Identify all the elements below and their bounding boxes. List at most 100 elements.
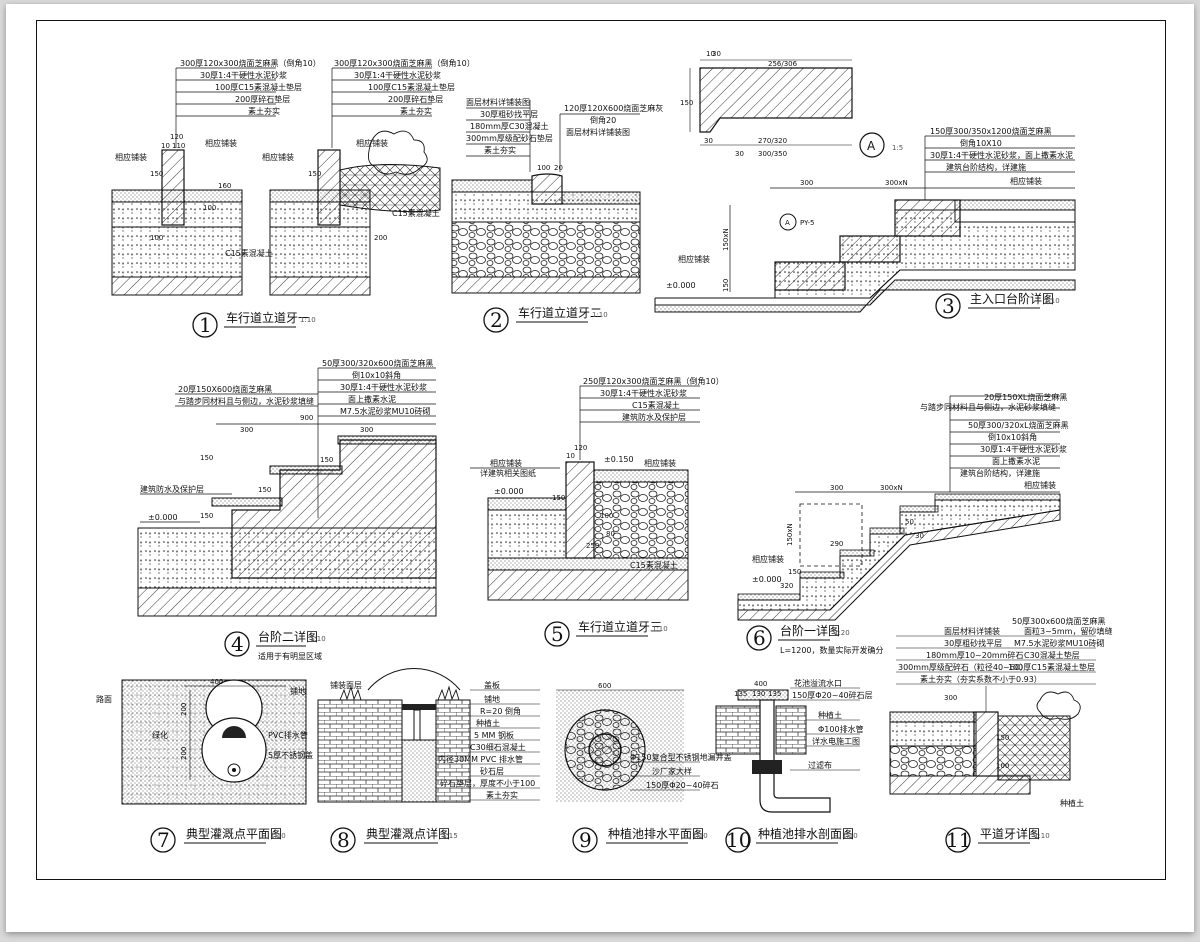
d6-dashed-detail — [799, 503, 863, 567]
d3-tread-1 — [774, 261, 846, 291]
d1b-layer-2: 30厚1:4干硬性水泥砂浆 — [354, 70, 441, 80]
drawing-label: 100 — [600, 512, 613, 520]
drawing-label: 900 — [300, 414, 313, 422]
drawing-label: A — [785, 219, 790, 227]
d8-left-masonry — [317, 699, 403, 803]
d4-layer-2: 倒10x10斜角 — [352, 370, 401, 380]
d4-elevation: ±0.000 — [148, 513, 178, 522]
d3-callout-bubble — [779, 213, 797, 231]
drawing-label: 135 — [768, 690, 781, 698]
drawing-label: 150 — [320, 456, 333, 464]
d11-layer-3: 180mm厚10~20mm碎石 — [926, 650, 1024, 660]
detail-6: 20厚150XL烧面芝麻黑 与踏步同材料且与侧边，水泥砂浆填缝 50厚300/3… — [737, 392, 1069, 655]
d5-number: 5 — [551, 622, 564, 646]
d8-arc — [367, 668, 461, 691]
d9-note-1: Φ150复合型不锈钢地漏井盖 — [630, 752, 732, 762]
drawing-label: 160 — [218, 182, 231, 190]
drawing-label: 150 — [258, 486, 271, 494]
d6-layer-2: 与踏步同材料且与侧边，水泥砂浆填缝 — [920, 402, 1056, 412]
d5-note-3: 相应铺装 — [644, 458, 676, 468]
d8-note-8: 内径30MM PVC 排水管 — [438, 754, 523, 764]
d11-right-4: C30混凝土垫层 — [1024, 650, 1080, 660]
drawing-label: 150 — [200, 512, 213, 520]
d6-layer-6: 面上撒素水泥 — [992, 456, 1040, 466]
d1-number: 1 — [199, 313, 212, 337]
d2-right-2: 倒角20 — [590, 115, 616, 125]
d11-planting-soil — [997, 715, 1071, 781]
detail-8: 铺装面层 盖板 铺地 R=20 倒角 种植土 5 MM 钢板 C30细石混凝土 … — [317, 668, 540, 853]
d10-note-3: 种植土 — [818, 710, 842, 720]
d11-right-5: 100厚C15素混凝土垫层 — [1008, 662, 1095, 672]
d6-note-2: 相应铺装 — [752, 554, 784, 564]
d3-title: 主入口台阶详图 — [970, 291, 1054, 306]
d8-note-11: 素土夯实 — [486, 790, 518, 800]
detail-4: 50厚300/320x600烧面芝麻黑 倒10x10斜角 30厚1:4干硬性水泥… — [137, 358, 437, 661]
d7-note-2: 绿化 — [152, 730, 168, 740]
d8-title: 典型灌溉点详图 — [366, 826, 450, 841]
d8-note-5: 种植土 — [476, 718, 500, 728]
d1-layer-1: 300厚120x300烧面芝麻黑（倒角10） — [180, 58, 321, 68]
drawing-label: 400 — [210, 678, 223, 686]
d1b-shrub-icon — [368, 130, 428, 175]
d6-note-1: 相应铺装 — [1024, 480, 1056, 490]
d6-number: 6 — [753, 626, 766, 650]
drawing-label: 150 — [150, 170, 163, 178]
d7-note-1: 路面 — [96, 694, 112, 704]
d3-scale: 1:10 — [1044, 297, 1060, 305]
d8-note-3: 铺地 — [484, 694, 500, 704]
d6-scale: 1:20 — [834, 629, 850, 637]
d11-layer-1: 面层材料详铺装 — [944, 626, 1000, 636]
drawing-label: 320 — [780, 582, 793, 590]
drawing-label: 10 — [161, 142, 170, 150]
drawing-label: 150 — [788, 568, 801, 576]
detail-11: 面层材料详铺装 30厚粗砂找平层 180mm厚10~20mm碎石 300mm厚级… — [889, 616, 1112, 853]
d8-note-6: 5 MM 钢板 — [474, 730, 514, 740]
d3-elevation: ±0.000 — [666, 281, 696, 290]
d6-layer-1: 20厚150XL烧面芝麻黑 — [984, 392, 1067, 402]
d4-subtitle: 适用于有明显区域 — [258, 651, 322, 661]
drawing-label: 120 — [170, 133, 183, 141]
drawing-label: 120 — [574, 444, 587, 452]
d1-layer-4: 200厚碎石垫层 — [235, 94, 290, 104]
d1-title-block: 1 车行道立道牙一 1:10 — [192, 310, 316, 338]
d1-layer-3: 100厚C15素混凝土垫层 — [215, 82, 302, 92]
d9-drain-grate-icon — [588, 733, 622, 767]
d8-scale: 1:15 — [442, 832, 458, 840]
d3-top-paving — [954, 199, 1076, 211]
d11-title-block: 11 平道牙详图 1:10 — [945, 826, 1050, 853]
d9-scale: 1:10 — [692, 832, 708, 840]
d10-note-4: Φ100排水管 — [818, 724, 864, 734]
d5-elevation-top: ±0.150 — [604, 455, 634, 464]
d4-note-1: 建筑防水及保护层 — [140, 484, 204, 494]
d6-layer-3: 50厚300/320xL烧面芝麻黑 — [968, 420, 1069, 430]
d1-layer-5: 素土夯实 — [248, 106, 280, 116]
d2-soil — [451, 276, 641, 294]
d4-layer-1: 50厚300/320x600烧面芝麻黑 — [322, 358, 433, 368]
d4-left-2: 与踏步同材料且与侧边，水泥砂浆填缝 — [178, 396, 314, 406]
drawing-label: 150 — [996, 734, 1009, 742]
d8-right-masonry — [435, 699, 471, 803]
d6-subtitle: L=1200，数量实际开发确分 — [780, 645, 884, 655]
drawing-label: 110 — [172, 142, 185, 150]
d1-note-4: 相应铺装 — [356, 138, 388, 148]
drawing-label: 200 — [180, 703, 188, 716]
detail-1: 300厚120x300烧面芝麻黑（倒角10） 30厚1:4干硬性水泥砂浆 100… — [111, 58, 475, 338]
drawing-label: 200 — [180, 747, 188, 760]
d5-layer-4: 建筑防水及保护层 — [622, 412, 686, 422]
d4-soil — [137, 587, 437, 617]
d3-note-1: 相应铺装 — [1010, 176, 1042, 186]
d2-scale: 1:10 — [592, 311, 608, 319]
d7-note-4: 5厚不锈钢盖 — [268, 750, 313, 760]
d3-section-scale: 1:5 — [892, 144, 903, 152]
d11-right-3: M7.5水泥砂浆MU10砖砌 — [1014, 638, 1105, 648]
drawing-label: 130 — [752, 690, 765, 698]
d8-note-9: 砂石层 — [480, 766, 504, 776]
d1-note-2: 相应铺装 — [205, 138, 237, 148]
d11-layer-5: 素土夯实（夯实系数不小于0.93） — [920, 674, 1042, 684]
d2-title: 车行道立道牙二 — [518, 305, 602, 320]
detail-3: 10 30 256/306 150 270/320 300/350 30 A 1… — [654, 50, 1076, 319]
d1-soil-layer — [111, 276, 243, 296]
drawing-label: 270/320 — [758, 137, 787, 145]
d4-title-block: 4 台阶二详图 1:10 适用于有明显区域 — [224, 629, 326, 661]
